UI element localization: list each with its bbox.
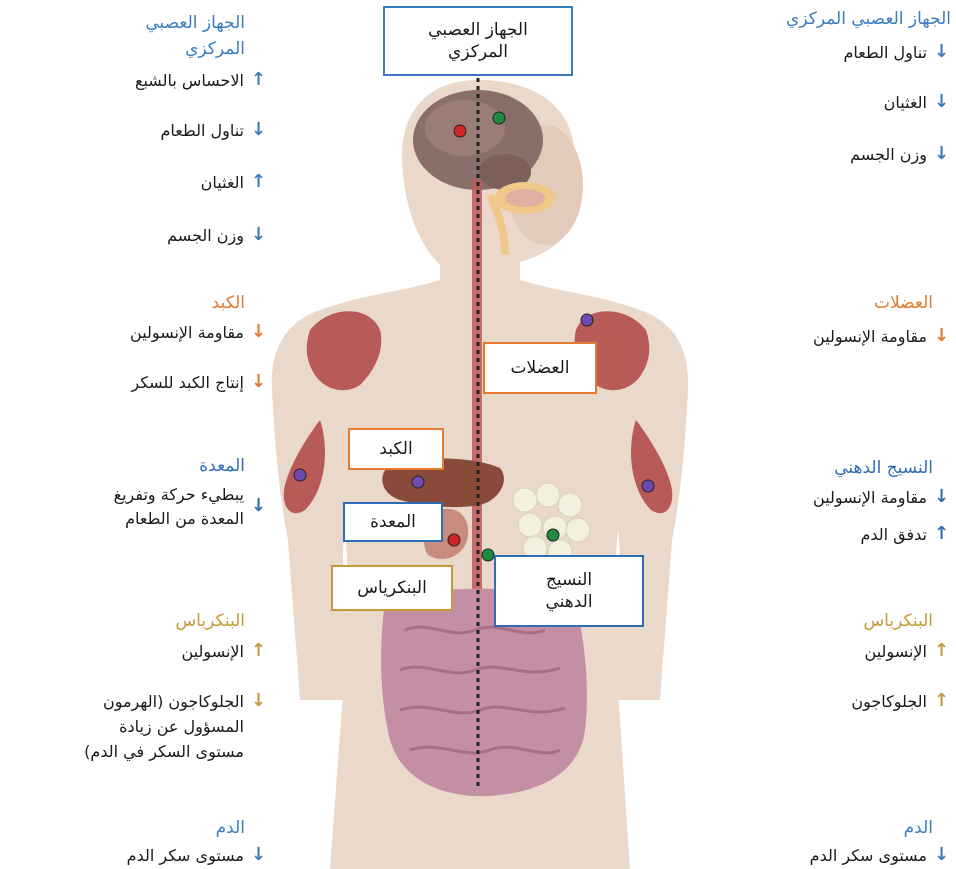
- arrow-down-icon: ↓: [934, 326, 949, 346]
- left-pancreas-item-1: الإنسولين: [182, 641, 244, 662]
- arrow-down-icon: ↓: [934, 487, 949, 507]
- left-cns-item-3: الغثيان: [201, 172, 244, 193]
- arrow-down-icon: ↓: [251, 225, 266, 245]
- receptor-dot-fat: [547, 529, 559, 541]
- arrow-up-icon: ↑: [251, 641, 266, 661]
- right-blood-item-1: مستوى سكر الدم: [810, 845, 927, 866]
- right-fat-title: النسيج الدهني: [834, 457, 933, 479]
- label-pancreas: البنكرياس: [331, 565, 453, 611]
- label-stomach-text: المعدة: [370, 511, 416, 533]
- right-fat-item-2: تدفق الدم: [860, 524, 927, 545]
- arrow-down-icon: ↓: [251, 496, 266, 516]
- receptor-dot-liver: [412, 476, 424, 488]
- right-cns-item-2: الغثيان: [884, 92, 927, 113]
- left-pancreas-item-3: المسؤول عن زيادة: [119, 716, 244, 737]
- right-muscle-item-1: مقاومة الإنسولين: [813, 326, 927, 347]
- right-cns-title: الجهاز العصبي المركزي: [786, 8, 951, 30]
- left-pancreas-item-4: مستوى السكر في الدم): [84, 741, 244, 762]
- arrow-down-icon: ↓: [251, 322, 266, 342]
- arrow-down-icon: ↓: [934, 845, 949, 865]
- label-muscles-text: العضلات: [511, 357, 570, 379]
- arrow-down-icon: ↓: [934, 144, 949, 164]
- receptor-dot-left-arm: [294, 469, 306, 481]
- receptor-dot-right-shoulder: [581, 314, 593, 326]
- receptor-dot-right-arm: [642, 480, 654, 492]
- arrow-down-icon: ↓: [251, 691, 266, 711]
- right-pancreas-title: البنكرياس: [863, 610, 933, 632]
- right-blood-title: الدم: [904, 817, 933, 839]
- label-fat-text: النسيج الدهني: [529, 569, 609, 613]
- right-fat-item-1: مقاومة الإنسولين: [813, 487, 927, 508]
- right-muscle-title: العضلات: [874, 292, 933, 314]
- left-cns-item-2: تناول الطعام: [160, 120, 244, 141]
- right-cns-item-3: وزن الجسم: [850, 144, 927, 165]
- right-pancreas-item-2: الجلوكاجون: [851, 691, 927, 712]
- left-stomach-title: المعدة: [199, 455, 245, 477]
- label-liver-text: الكبد: [379, 438, 412, 460]
- left-liver-item-2: إنتاج الكبد للسكر: [131, 372, 244, 393]
- arrow-down-icon: ↓: [251, 120, 266, 140]
- arrow-up-icon: ↑: [934, 641, 949, 661]
- arrow-down-icon: ↓: [251, 372, 266, 392]
- label-stomach: المعدة: [343, 502, 443, 542]
- label-liver: الكبد: [348, 428, 444, 470]
- right-pancreas-item-1: الإنسولين: [865, 641, 927, 662]
- arrow-up-icon: ↑: [934, 691, 949, 711]
- arrow-up-icon: ↑: [251, 70, 266, 90]
- left-cns-item-1: الاحساس بالشبع: [135, 70, 244, 91]
- left-pancreas-item-2: الجلوكاجون (الهرمون: [103, 691, 244, 712]
- left-blood-item-1: مستوى سكر الدم: [127, 845, 244, 866]
- left-blood-title: الدم: [216, 817, 245, 839]
- left-liver-title: الكبد: [212, 292, 245, 314]
- left-stomach-item-1: يبطيء حركة وتفريغ: [114, 484, 244, 505]
- label-fat: النسيج الدهني: [494, 555, 644, 627]
- arrow-up-icon: ↑: [934, 524, 949, 544]
- mouth-inner: [505, 189, 545, 207]
- receptor-dot-pancreas: [482, 549, 494, 561]
- receptor-dot-stomach: [448, 534, 460, 546]
- arrow-down-icon: ↓: [251, 845, 266, 865]
- left-cns-item-4: وزن الجسم: [167, 225, 244, 246]
- receptor-dot-brain-green: [493, 112, 505, 124]
- arrow-down-icon: ↓: [934, 92, 949, 112]
- arrow-down-icon: ↓: [934, 42, 949, 62]
- label-pancreas-text: البنكرياس: [357, 577, 427, 599]
- left-cns-title: الجهاز العصبي المركزي: [95, 10, 245, 62]
- label-cns-text: الجهاز العصبي المركزي: [403, 19, 553, 63]
- left-pancreas-title: البنكرياس: [175, 610, 245, 632]
- left-liver-item-1: مقاومة الإنسولين: [130, 322, 244, 343]
- arrow-up-icon: ↑: [251, 172, 266, 192]
- label-muscles: العضلات: [483, 342, 597, 394]
- left-stomach-item-2: المعدة من الطعام: [125, 508, 244, 529]
- label-cns: الجهاز العصبي المركزي: [383, 6, 573, 76]
- right-cns-item-1: تناول الطعام: [843, 42, 927, 63]
- receptor-dot-brain-red: [454, 125, 466, 137]
